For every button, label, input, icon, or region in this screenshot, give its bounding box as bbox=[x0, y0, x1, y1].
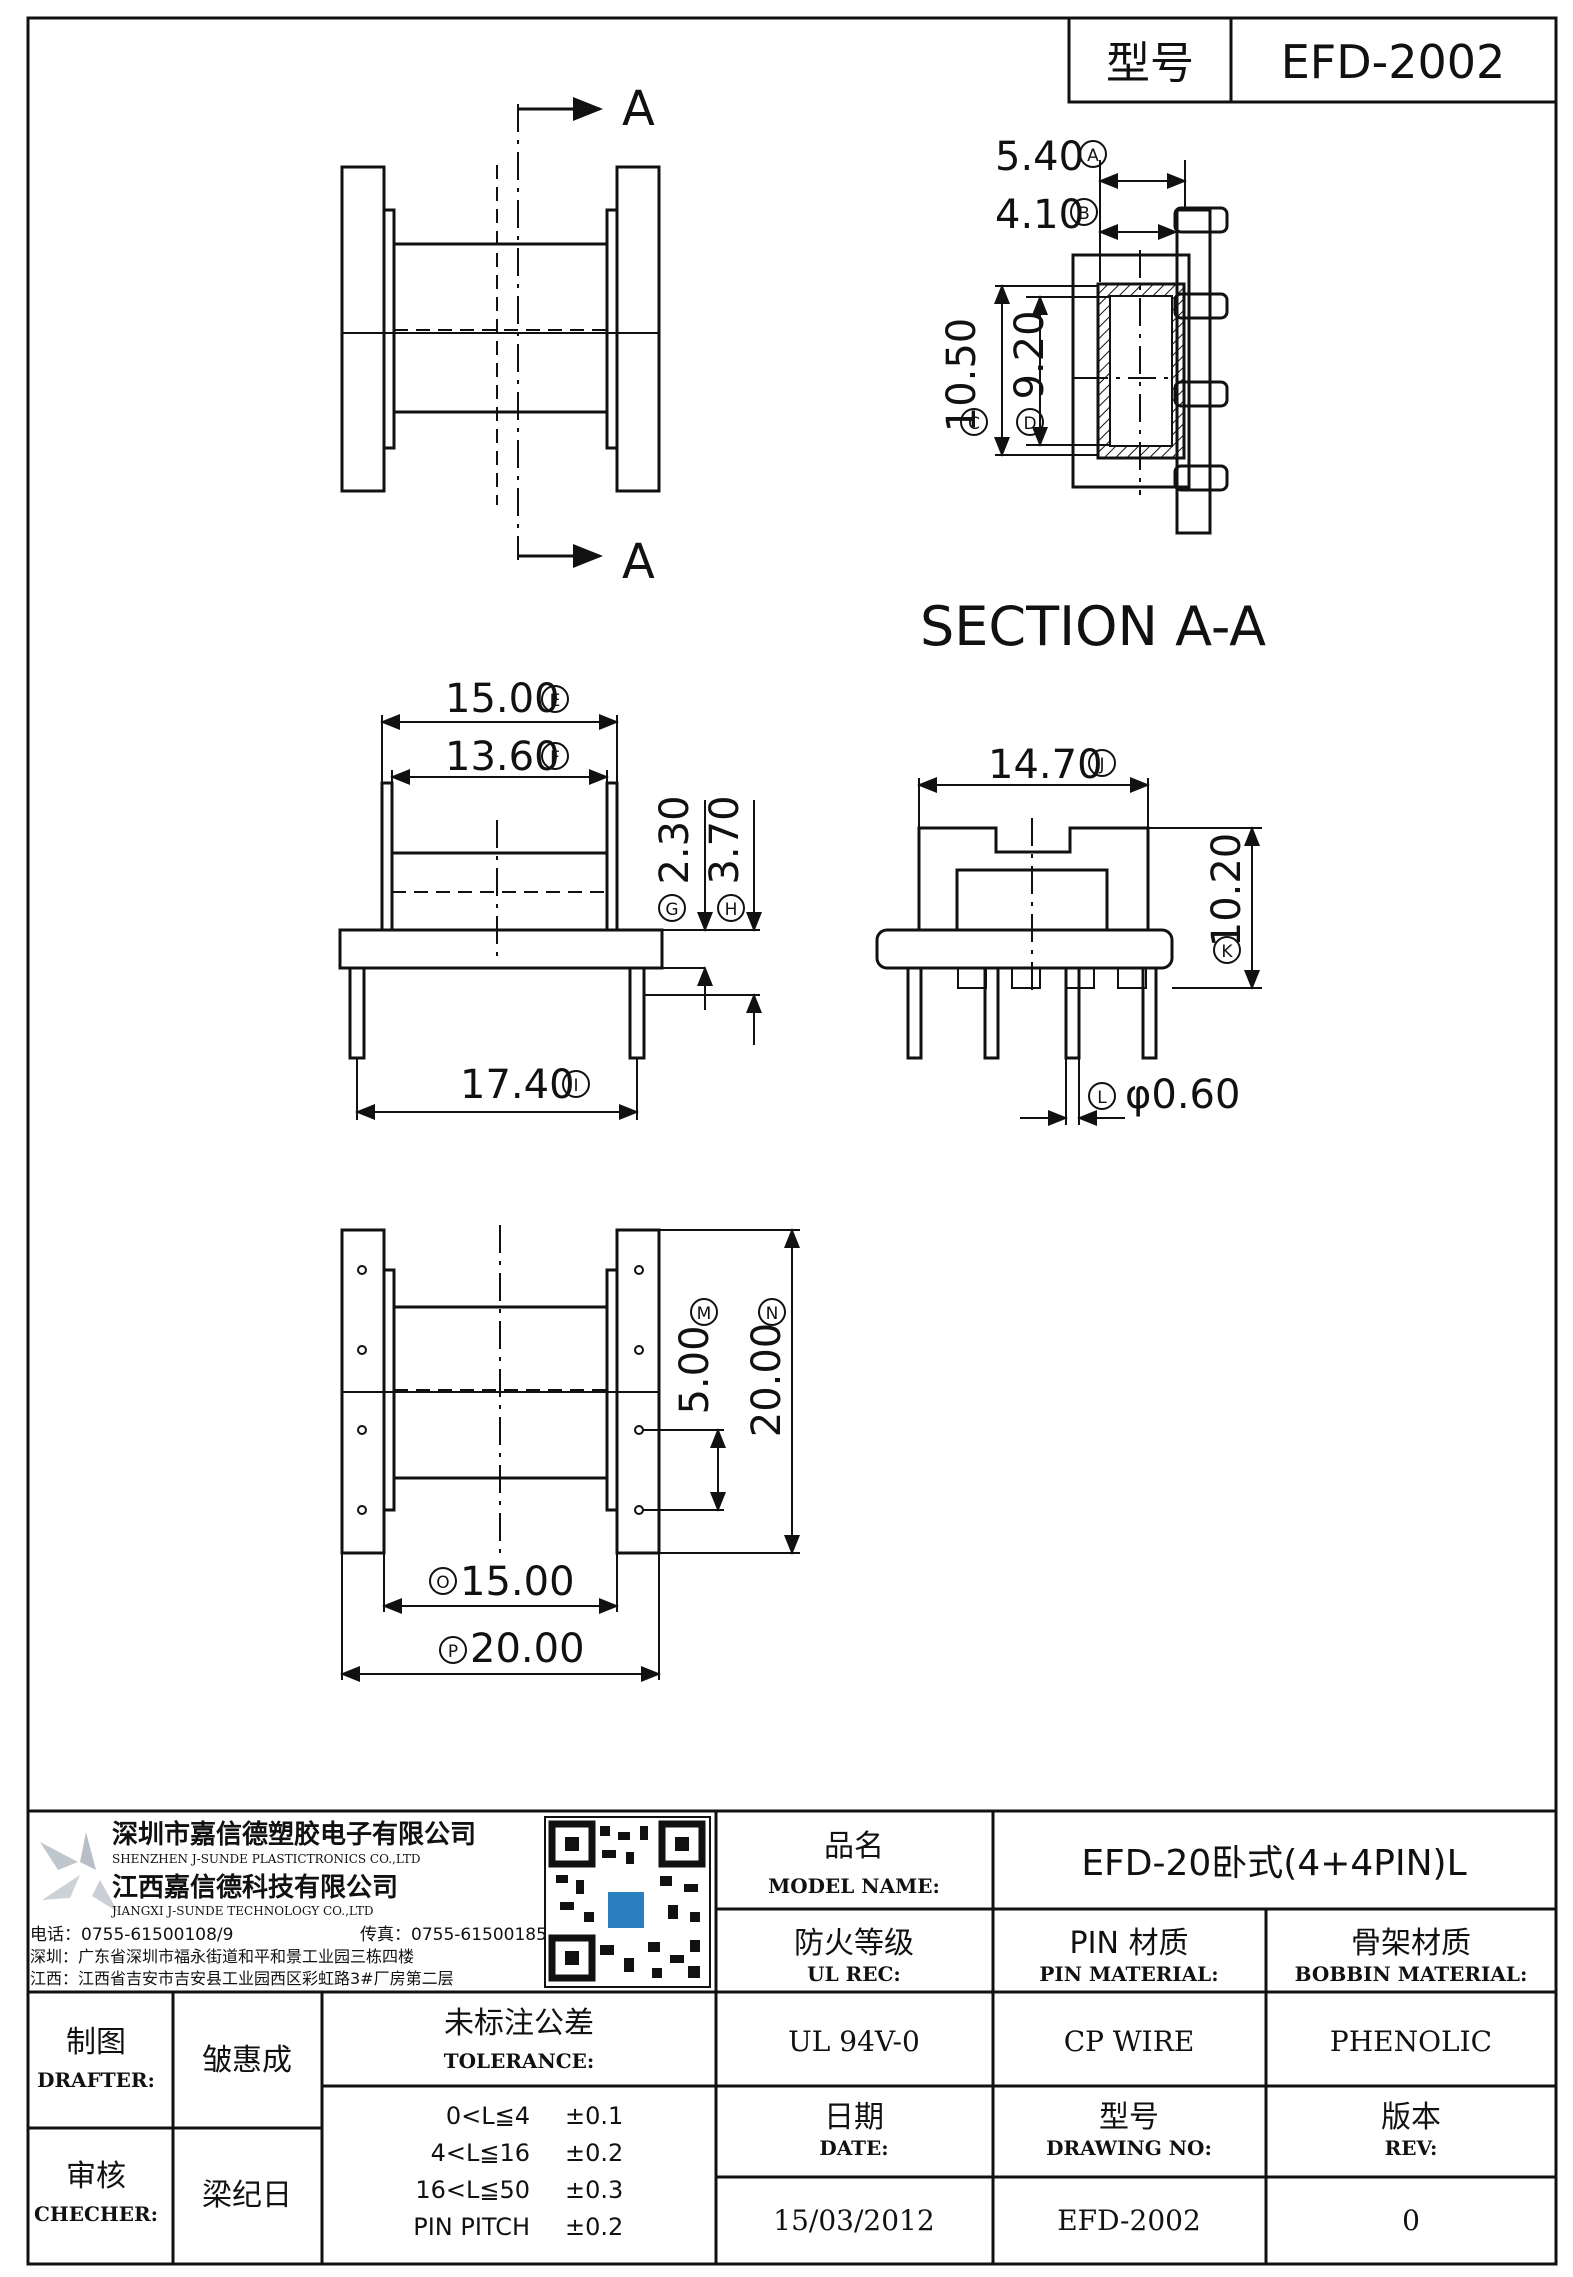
model-box: 型号 EFD-2002 bbox=[1067, 16, 1558, 104]
rev-label-cn: 版本 bbox=[1381, 2100, 1441, 2135]
tolerance-value-4: ±0.2 bbox=[565, 2213, 623, 2241]
pin-material-value: CP WIRE bbox=[1064, 2025, 1195, 2058]
dim-A: 5.40 bbox=[995, 134, 1084, 180]
section-view: 5.40 A 4.10 B 10.50 C 9.20 D SECTION A-A bbox=[920, 134, 1266, 658]
tolerance-range-4: PIN PITCH bbox=[413, 2213, 530, 2241]
dim-N-tag: N bbox=[766, 1304, 779, 1324]
drawing-no-label-cn: 型号 bbox=[1099, 2100, 1159, 2135]
dim-D: 9.20 bbox=[1007, 310, 1053, 399]
bobbin-material-label-cn: 骨架材质 bbox=[1351, 1926, 1471, 1961]
dim-P-tag: P bbox=[448, 1642, 458, 1662]
pin-material-label-en: PIN MATERIAL: bbox=[1039, 1962, 1218, 1986]
tolerance-value-2: ±0.2 bbox=[565, 2139, 623, 2167]
flange-right-lip bbox=[605, 208, 619, 450]
bottom-view: 5.00 M 20.00 N O 15.00 P 20.00 bbox=[340, 1225, 800, 1682]
date-value: 15/03/2012 bbox=[773, 2204, 934, 2237]
tolerance-range-1: 0<L≦4 bbox=[446, 2102, 530, 2130]
flange-left bbox=[340, 165, 386, 493]
section-marker-top: A bbox=[622, 81, 655, 137]
date-label-cn: 日期 bbox=[824, 2100, 884, 2135]
top-view: A A bbox=[340, 81, 661, 590]
dim-E-tag: E bbox=[550, 691, 561, 711]
side-view: 14.70 J 10.20 K L φ0.60 bbox=[875, 742, 1262, 1126]
dim-O-tag: O bbox=[436, 1573, 449, 1593]
dim-G-tag: G bbox=[665, 900, 678, 920]
pin-material-label-cn: PIN 材质 bbox=[1070, 1926, 1189, 1961]
rev-label-en: REV: bbox=[1385, 2136, 1438, 2160]
dim-L-tag: L bbox=[1097, 1088, 1107, 1108]
model-name-value: EFD-20卧式(4+4PIN)L bbox=[1081, 1843, 1466, 1884]
dim-D-tag: D bbox=[1023, 414, 1036, 434]
ul-label-en: UL REC: bbox=[807, 1962, 901, 1986]
flange-right bbox=[615, 165, 661, 493]
drawing-no-label-en: DRAWING NO: bbox=[1046, 2136, 1212, 2160]
model-name-label-en: MODEL NAME: bbox=[768, 1874, 940, 1898]
drafter-label-en: DRAFTER: bbox=[37, 2068, 155, 2092]
dim-B: 4.10 bbox=[995, 192, 1084, 238]
bobbin-material-value: PHENOLIC bbox=[1330, 2025, 1492, 2058]
title-block: 深圳市嘉信德塑胶电子有限公司 SHENZHEN J-SUNDE PLASTICT… bbox=[28, 1811, 1556, 2264]
qr-code bbox=[544, 1816, 711, 1988]
checker-name: 梁纪日 bbox=[202, 2178, 292, 2213]
company-name-cn-2: 江西嘉信德科技有限公司 bbox=[112, 1873, 398, 1903]
dim-M-tag: M bbox=[697, 1304, 712, 1324]
company-logo bbox=[40, 1832, 118, 1912]
company-phone: 电话：0755-61500108/9 bbox=[30, 1925, 233, 1945]
ul-value: UL 94V-0 bbox=[788, 2025, 920, 2058]
company-address-jx: 江西：江西省吉安市吉安县工业园西区彩虹路3#厂房第二层 bbox=[30, 1969, 454, 1988]
dim-G: 2.30 bbox=[652, 795, 698, 884]
company-fax: 传真：0755-61500185 bbox=[360, 1925, 547, 1945]
company-address-sz: 深圳：广东省深圳市福永街道和平和景工业园三栋四楼 bbox=[30, 1947, 414, 1966]
company-name-en-2: JIANGXI J-SUNDE TECHNOLOGY CO.,LTD bbox=[110, 1904, 374, 1918]
dim-L: φ0.60 bbox=[1125, 1072, 1240, 1118]
tolerance-range-3: 16<L≦50 bbox=[415, 2176, 530, 2204]
sheet-border bbox=[26, 16, 1558, 2266]
checker-label-cn: 审核 bbox=[66, 2159, 126, 2194]
dim-I: 17.40 bbox=[460, 1062, 575, 1108]
section-title: SECTION A-A bbox=[920, 595, 1266, 658]
dim-H: 3.70 bbox=[702, 795, 748, 884]
dim-P: 20.00 bbox=[470, 1626, 585, 1672]
tolerance-title-cn: 未标注公差 bbox=[444, 2006, 594, 2041]
company-name-en-1: SHENZHEN J-SUNDE PLASTICTRONICS CO.,LTD bbox=[112, 1852, 420, 1866]
checker-label-en: CHECHER: bbox=[34, 2202, 158, 2226]
dim-I-tag: I bbox=[573, 1076, 578, 1096]
dim-F: 13.60 bbox=[445, 734, 560, 780]
dim-K: 10.20 bbox=[1204, 833, 1250, 948]
dim-J: 14.70 bbox=[988, 742, 1103, 788]
dim-K-tag: K bbox=[1221, 942, 1233, 962]
tolerance-value-1: ±0.1 bbox=[565, 2102, 623, 2130]
section-marker-bottom: A bbox=[622, 534, 655, 590]
dim-C: 10.50 bbox=[939, 318, 985, 433]
dim-E: 15.00 bbox=[445, 676, 560, 722]
dim-F-tag: F bbox=[550, 748, 560, 768]
rev-value: 0 bbox=[1402, 2204, 1420, 2237]
drafter-label-cn: 制图 bbox=[66, 2025, 126, 2060]
dim-M: 5.00 bbox=[672, 1325, 718, 1414]
drawing-no-value: EFD-2002 bbox=[1057, 2204, 1201, 2237]
dim-C-tag: C bbox=[968, 414, 980, 434]
date-label-en: DATE: bbox=[819, 2136, 888, 2160]
model-name-label-cn: 品名 bbox=[824, 1829, 884, 1864]
tolerance-value-3: ±0.3 bbox=[565, 2176, 623, 2204]
dim-N: 20.00 bbox=[744, 1323, 790, 1438]
bobbin-material-label-en: BOBBIN MATERIAL: bbox=[1295, 1962, 1528, 1986]
ul-label-cn: 防火等级 bbox=[794, 1926, 914, 1961]
tolerance-title-en: TOLERANCE: bbox=[444, 2049, 595, 2073]
dim-O: 15.00 bbox=[460, 1559, 575, 1605]
dim-B-tag: B bbox=[1078, 204, 1090, 224]
dim-J-tag: J bbox=[1098, 755, 1104, 775]
drafter-name: 皱惠成 bbox=[202, 2043, 292, 2078]
dim-H-tag: H bbox=[725, 900, 738, 920]
tolerance-range-2: 4<L≦16 bbox=[431, 2139, 530, 2167]
model-box-value: EFD-2002 bbox=[1281, 35, 1506, 89]
company-name-cn-1: 深圳市嘉信德塑胶电子有限公司 bbox=[112, 1819, 476, 1850]
flange-left-lip bbox=[382, 208, 396, 450]
front-view: 15.00 E 13.60 F 2.30 G 3.70 H 17.40 I bbox=[338, 676, 762, 1120]
dim-A-tag: A bbox=[1087, 146, 1099, 166]
model-box-label: 型号 bbox=[1106, 38, 1194, 89]
